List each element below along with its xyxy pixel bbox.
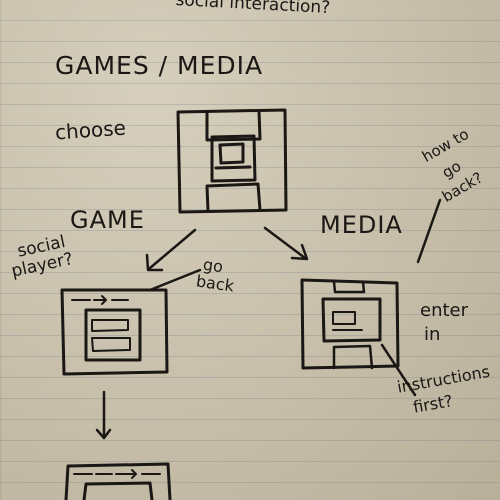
next-screen-sketch — [64, 462, 172, 500]
choose-device-sketch — [176, 108, 288, 214]
how-to-go-back-pointer — [416, 198, 442, 264]
go-back-pointer — [148, 268, 202, 292]
enter-note-line2: in — [424, 324, 441, 345]
instructions-pointer — [380, 343, 417, 397]
media-device-sketch — [300, 278, 400, 370]
enter-note-line1: enter — [420, 300, 469, 321]
page-heading: GAMES / MEDIA — [55, 51, 264, 80]
arrow-to-media — [263, 226, 309, 261]
game-screen-sketch — [60, 288, 169, 376]
game-label: GAME — [70, 206, 145, 234]
arrow-down-from-game — [95, 390, 112, 440]
choose-label: choose — [54, 115, 127, 145]
media-label: MEDIA — [320, 211, 403, 239]
arrow-to-game — [145, 228, 197, 272]
